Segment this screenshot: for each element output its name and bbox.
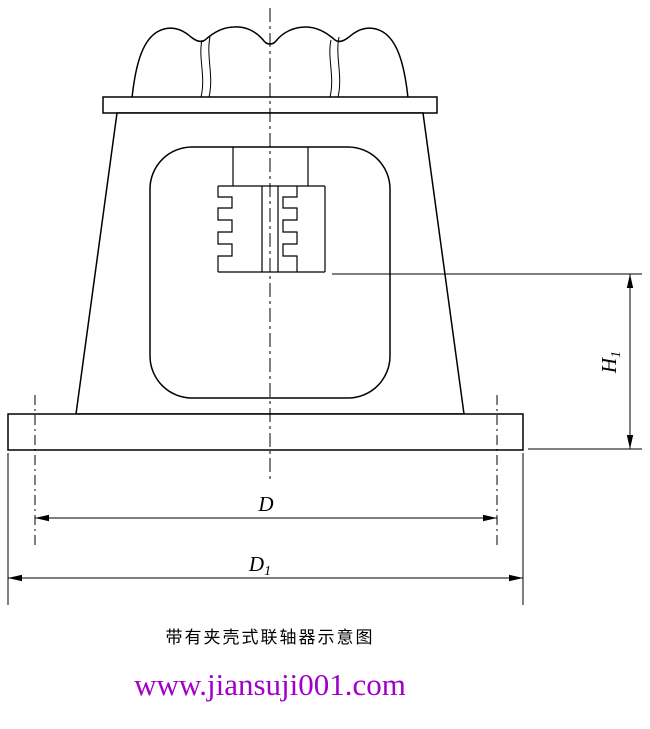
dim-label-d1: D1 (248, 552, 271, 579)
break-lines (200, 36, 341, 98)
dimension-h1: H1 (332, 273, 642, 450)
base-plate (7, 413, 524, 451)
dimension-d: D (35, 492, 497, 522)
dim-label-d: D (257, 492, 273, 516)
clamp-left-teeth (217, 186, 233, 272)
dim-label-h1-sub: 1 (609, 351, 624, 358)
clamp-inner-teeth (282, 186, 298, 272)
drawing-caption: 带有夹壳式联轴器示意图 (165, 628, 375, 647)
dim-label-d1-base: D (248, 552, 264, 576)
dim-label-h1-base: H (597, 356, 621, 374)
dim-label-d1-sub: 1 (264, 564, 271, 579)
website-link[interactable]: www.jiansuji001.com (134, 667, 406, 702)
clamp-coupling (217, 185, 326, 273)
dimension-d1: D1 (7, 453, 524, 605)
dim-label-h1: H1 (597, 351, 624, 374)
shaft-box (232, 147, 309, 186)
